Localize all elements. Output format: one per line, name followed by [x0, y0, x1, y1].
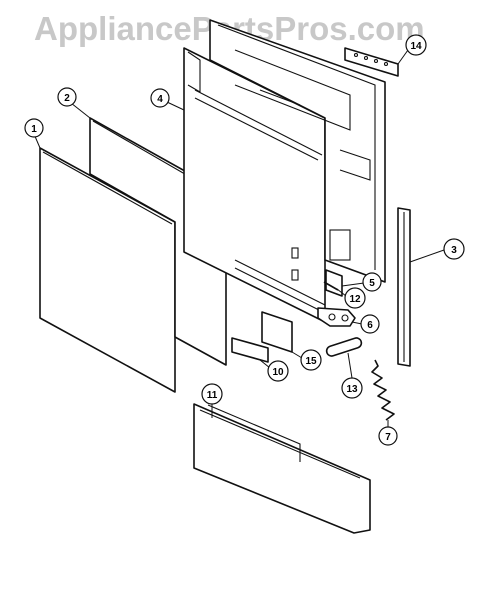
callout-label: 14 — [410, 41, 422, 52]
callout-3: 3 — [409, 238, 465, 263]
part-13-link — [325, 337, 363, 357]
callout-15: 15 — [291, 349, 322, 371]
callout-label: 13 — [346, 384, 358, 395]
callout-label: 3 — [451, 245, 457, 256]
callout-label: 7 — [385, 432, 391, 443]
callout-5: 5 — [341, 272, 382, 292]
callout-1: 1 — [24, 118, 44, 149]
part-6-hinge — [317, 307, 356, 327]
part-3-strip — [397, 207, 411, 367]
callout-label: 11 — [207, 390, 218, 401]
part-15-bracket — [261, 311, 293, 353]
callout-label: 6 — [367, 320, 373, 331]
door-frame-liner — [209, 19, 386, 283]
part-14-bracket — [344, 47, 399, 77]
part-7-spring — [371, 359, 395, 421]
part-11-kick-plate — [193, 403, 371, 534]
part-12-pin — [323, 281, 339, 291]
callout-label: 5 — [369, 278, 375, 289]
callout-14: 14 — [397, 34, 427, 65]
callout-7: 7 — [378, 420, 398, 446]
callout-11: 11 — [201, 383, 223, 418]
callout-12: 12 — [336, 287, 366, 309]
callout-label: 15 — [305, 356, 317, 367]
callout-2: 2 — [57, 87, 91, 119]
callout-6: 6 — [351, 314, 380, 334]
callout-label: 1 — [31, 124, 37, 135]
part-5-bracket — [325, 269, 343, 297]
part-10-clip — [231, 337, 269, 363]
callout-label: 2 — [64, 93, 70, 104]
callout-label: 4 — [157, 94, 163, 105]
callout-10: 10 — [259, 359, 289, 382]
callout-13: 13 — [341, 352, 363, 399]
callout-label: 12 — [349, 294, 361, 305]
callout-4: 4 — [150, 88, 185, 111]
callout-label: 10 — [272, 367, 284, 378]
